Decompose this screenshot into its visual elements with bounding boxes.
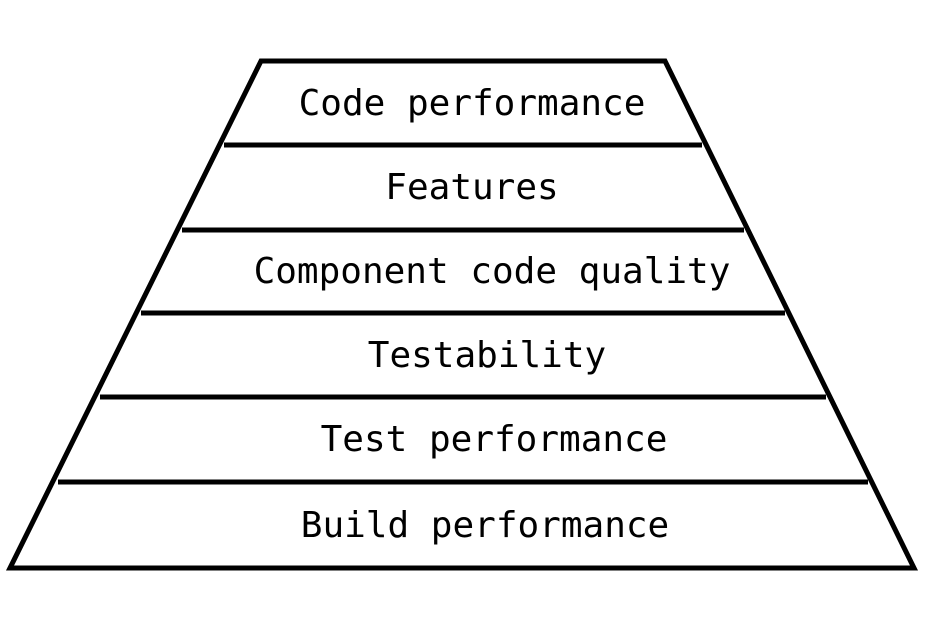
tier-label-build-performance: Build performance bbox=[301, 505, 669, 546]
tier-label-testability: Testability bbox=[368, 335, 606, 376]
tier-label-test-performance: Test performance bbox=[321, 419, 668, 460]
tier-label-features: Features bbox=[385, 167, 558, 208]
tier-label-code-performance: Code performance bbox=[299, 83, 646, 124]
tier-label-component-code-quality: Component code quality bbox=[254, 251, 731, 292]
